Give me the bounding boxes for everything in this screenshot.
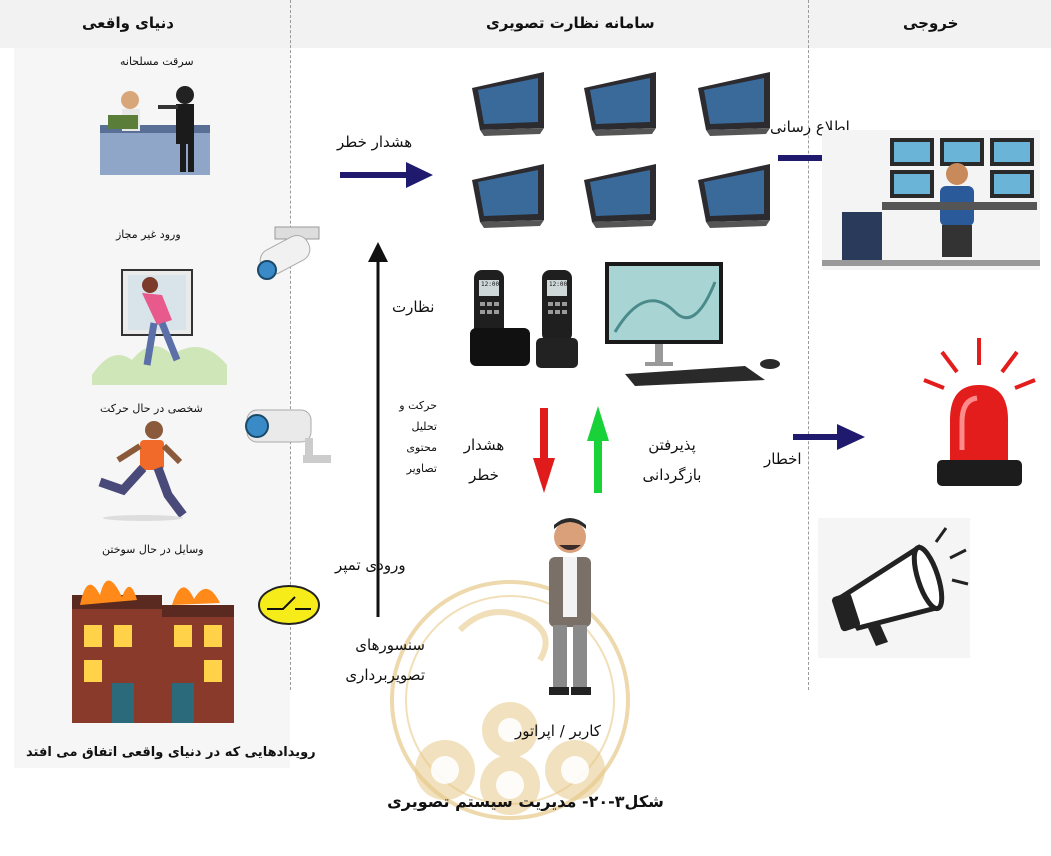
alarm-bottom-line-1: هشدار <box>463 436 505 454</box>
label-operator: کاربر / اپراتور <box>515 722 601 740</box>
figure-caption: شکل۳-۲۰- مدیریت سیستم تصویری <box>387 792 664 811</box>
divider-right <box>808 0 809 690</box>
header-output: خروجی <box>903 14 959 32</box>
label-moving-person: شخصی در حال حرکت <box>100 402 203 415</box>
phone-screen-2: 12:00 <box>549 281 568 288</box>
arrow-down-red <box>533 408 555 493</box>
tamper-switch-icon <box>258 585 320 625</box>
arrow-to-monitors <box>340 162 433 188</box>
watermark-seal-icon <box>390 580 630 820</box>
label-unauthorized-entry: ورود غیر مجاز <box>116 228 181 241</box>
header-video-system: سامانه نظارت تصویری <box>486 14 655 32</box>
label-monitoring: نظارت <box>392 298 435 316</box>
sensors-line-1: سنسورهای <box>355 636 425 654</box>
cordless-phones-icon <box>470 270 578 368</box>
arrow-up-monitoring <box>368 242 388 617</box>
phone-screen-1: 12:00 <box>481 281 500 288</box>
analysis-line-4: تصاویر <box>406 462 437 475</box>
robbery-illustration-icon <box>100 86 210 175</box>
label-analysis: حرکت و تحلیل محتوی تصاویر <box>389 395 437 479</box>
analysis-line-3: محتوی <box>406 441 437 454</box>
desktop-computer-icon <box>605 262 780 386</box>
analysis-line-1: حرکت و <box>399 399 437 412</box>
arrow-up-green <box>587 406 609 493</box>
divider-left <box>290 0 291 690</box>
security-camera-bottom-icon <box>245 409 331 463</box>
header-bar <box>0 0 1051 48</box>
label-feedback: پذیرفتن بازگردانی <box>637 430 707 490</box>
alarm-siren-icon <box>923 338 1036 486</box>
analysis-line-2: تحلیل <box>411 420 437 433</box>
running-person-icon <box>98 421 187 521</box>
operator-person-icon <box>549 518 591 695</box>
feedback-line-2: بازگردانی <box>642 466 702 484</box>
label-tamper-input: ورودی تمپر <box>335 556 406 574</box>
sensors-line-2: تصویربرداری <box>345 666 425 684</box>
monitor-wall-icon <box>472 72 770 228</box>
label-imaging-sensors: سنسورهای تصویربرداری <box>330 630 425 690</box>
label-alarm-bottom: هشدار خطر <box>460 430 508 490</box>
label-events-footer: رویدادهایی که در دنیای واقعی اتفاق می اف… <box>26 745 316 760</box>
label-burning-items: وسایل در حال سوختن <box>102 543 204 556</box>
burning-building-icon <box>72 580 234 723</box>
alarm-bottom-line-2: خطر <box>469 466 499 484</box>
feedback-line-1: پذیرفتن <box>648 436 696 454</box>
arrow-to-siren <box>793 424 865 450</box>
header-real-world: دنیای واقعی <box>82 14 174 32</box>
intrusion-illustration-icon <box>92 269 227 385</box>
label-alarm-top: هشدار خطر <box>337 133 413 151</box>
control-room-operator-icon <box>822 130 1040 270</box>
label-warning: اخطار <box>764 450 802 468</box>
label-armed-robbery: سرقت مسلحانه <box>120 55 194 68</box>
megaphone-icon <box>818 518 970 658</box>
security-camera-top-icon <box>257 226 320 280</box>
